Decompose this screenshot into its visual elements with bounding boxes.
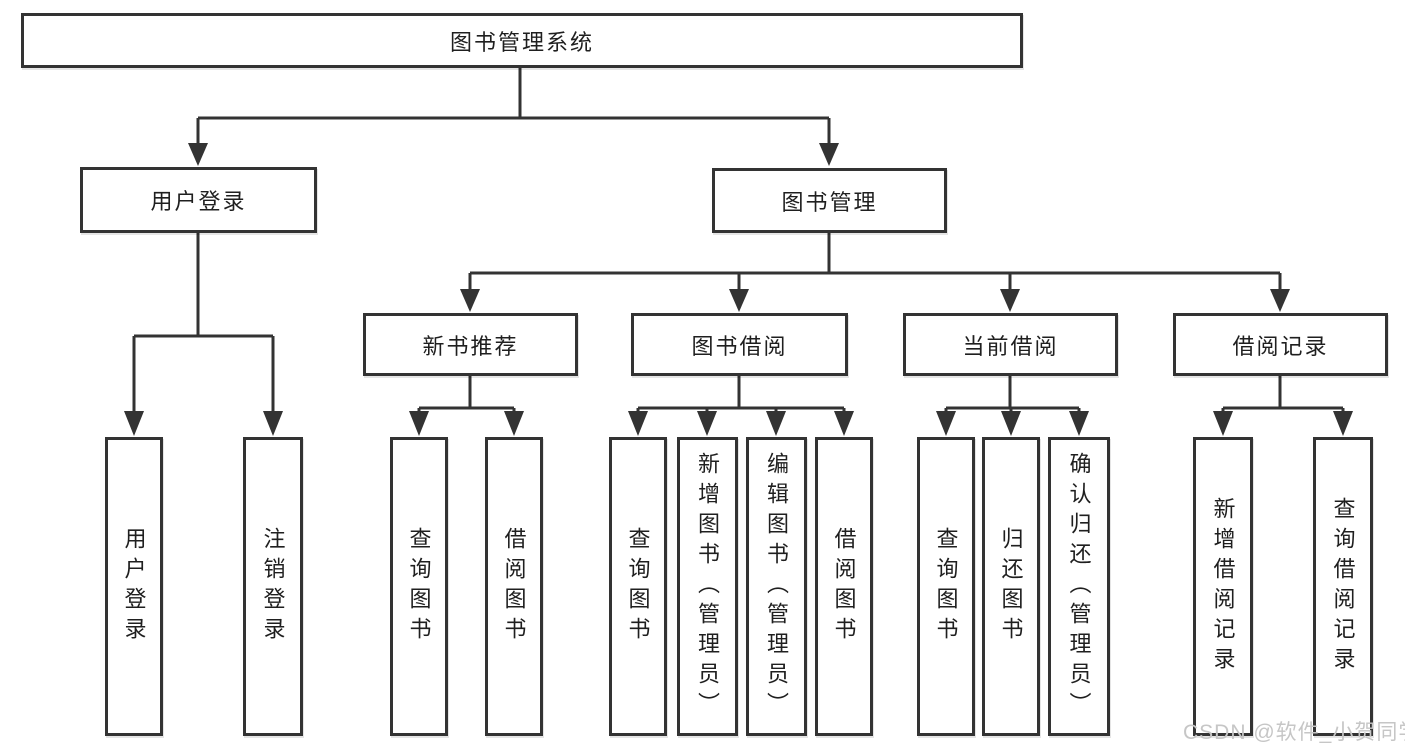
node-book-management: 图书管理 bbox=[712, 168, 947, 233]
node-borrow-records-label: 借阅记录 bbox=[1232, 333, 1329, 359]
node-book-borrow-label: 图书借阅 bbox=[691, 333, 788, 359]
leaf-edit-books-admin-label: 编辑图书（管理员） bbox=[764, 451, 790, 722]
leaf-recommend-query-books-label: 查询图书 bbox=[406, 526, 432, 647]
leaf-borrow-query-books: 查询图书 bbox=[609, 437, 667, 736]
node-current-borrow-label: 当前借阅 bbox=[962, 333, 1059, 359]
leaf-user-login: 用户登录 bbox=[105, 437, 163, 736]
leaf-add-books-admin-label: 新增图书（管理员） bbox=[695, 451, 721, 722]
leaf-add-borrow-record-label: 新增借阅记录 bbox=[1210, 496, 1236, 677]
node-root-label: 图书管理系统 bbox=[449, 29, 594, 55]
leaf-add-books-admin: 新增图书（管理员） bbox=[677, 437, 738, 736]
leaf-confirm-return-admin-label: 确认归还（管理员） bbox=[1066, 451, 1092, 722]
leaf-add-borrow-record: 新增借阅记录 bbox=[1193, 437, 1253, 736]
leaf-edit-books-admin: 编辑图书（管理员） bbox=[746, 437, 807, 736]
leaf-user-login-label: 用户登录 bbox=[121, 526, 147, 647]
leaf-recommend-borrow-books-label: 借阅图书 bbox=[501, 526, 527, 647]
leaf-query-borrow-record-label: 查询借阅记录 bbox=[1330, 496, 1356, 677]
leaf-logout-label: 注销登录 bbox=[260, 526, 286, 647]
node-book-management-label: 图书管理 bbox=[781, 189, 878, 215]
leaf-confirm-return-admin: 确认归还（管理员） bbox=[1048, 437, 1110, 736]
leaf-recommend-query-books: 查询图书 bbox=[390, 437, 448, 736]
leaf-query-borrow-record: 查询借阅记录 bbox=[1313, 437, 1373, 736]
node-root: 图书管理系统 bbox=[21, 13, 1023, 68]
leaf-current-query-books: 查询图书 bbox=[917, 437, 975, 736]
leaf-logout: 注销登录 bbox=[243, 437, 303, 736]
node-user-login: 用户登录 bbox=[80, 167, 317, 233]
leaf-current-query-books-label: 查询图书 bbox=[933, 526, 959, 647]
leaf-recommend-borrow-books: 借阅图书 bbox=[485, 437, 543, 736]
leaf-borrow-query-books-label: 查询图书 bbox=[625, 526, 651, 647]
node-book-borrow: 图书借阅 bbox=[631, 313, 848, 376]
node-new-book-recommend: 新书推荐 bbox=[363, 313, 578, 376]
node-borrow-records: 借阅记录 bbox=[1173, 313, 1388, 376]
leaf-return-books-label: 归还图书 bbox=[998, 526, 1024, 647]
leaf-borrow-books-label: 借阅图书 bbox=[831, 526, 857, 647]
node-new-book-recommend-label: 新书推荐 bbox=[422, 333, 519, 359]
leaf-borrow-books: 借阅图书 bbox=[815, 437, 873, 736]
watermark: CSDN @软件_小贺同学 bbox=[1183, 721, 1405, 744]
node-user-login-label: 用户登录 bbox=[150, 189, 247, 214]
leaf-return-books: 归还图书 bbox=[982, 437, 1040, 736]
node-current-borrow: 当前借阅 bbox=[903, 313, 1118, 376]
